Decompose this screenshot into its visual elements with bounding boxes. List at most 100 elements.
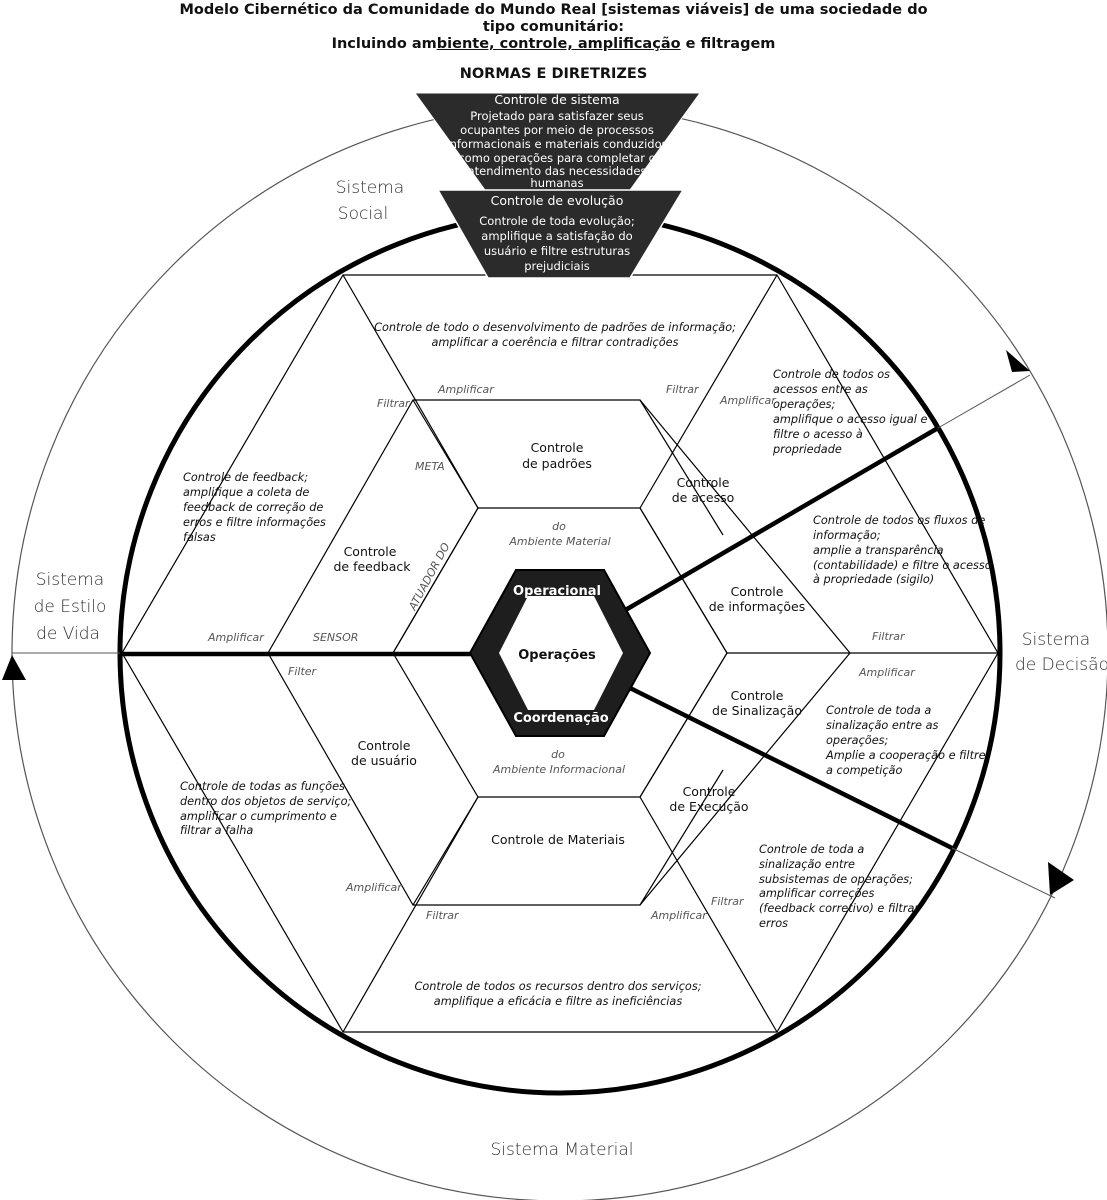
label-amplificar-bottom: Amplificar: [650, 909, 708, 922]
arrow-lower-right: [1048, 862, 1074, 895]
evolution-control-line: usuário e filtre estruturas: [484, 244, 630, 258]
control-padroes-2: de padrões: [522, 456, 592, 471]
control-feedback-1: Controle: [344, 544, 397, 559]
system-control-line: humanas: [530, 176, 583, 190]
segment-line: sinalização entre as: [826, 719, 939, 732]
control-feedback-2: de feedback: [333, 559, 411, 574]
segment-line: Amplie a cooperação e filtre: [825, 749, 986, 762]
label-ambiente-informacional-1: do: [551, 748, 565, 761]
segment-line: amplificar a coerência e filtrar contrad…: [431, 336, 678, 349]
segment-line: filtre o acesso à: [773, 428, 863, 441]
title-line-3-underlined: biente, controle, amplificação: [436, 36, 681, 52]
segment-lower-left-text: Controle de todas as funções dentro dos …: [180, 780, 352, 837]
control-acesso-2: de acesso: [672, 490, 735, 505]
system-control-line: atendimento das necessidades: [468, 164, 647, 178]
spoke-lower-left: [342, 796, 479, 1033]
title-line-3: Incluindo ambiente, controle, amplificaç…: [0, 36, 1107, 53]
segment-line: propriedade: [772, 443, 842, 456]
segment-line: erros: [759, 917, 788, 930]
link-execucao: [639, 769, 724, 906]
evolution-control-title: Controle de evolução: [491, 193, 624, 208]
social-system-label-2: Social: [338, 204, 388, 224]
spoke-lower-right: [639, 796, 778, 1033]
segment-line: operações;: [826, 734, 889, 747]
label-amplificar-left: Amplificar: [207, 631, 265, 644]
segment-line: falsas: [183, 531, 216, 544]
label-coordenacao: Coordenação: [513, 711, 608, 726]
thick-upper-diagonal: [620, 426, 940, 614]
system-control-line: ocupantes por meio de processos: [460, 123, 654, 137]
central-hexagon-inner: [499, 596, 623, 710]
material-system-label: Sistema Material: [491, 1140, 634, 1160]
diagram-subtitle: NORMAS E DIRETRIZES: [459, 66, 648, 82]
segment-line: dentro dos objetos de serviço;: [180, 795, 352, 808]
link-acesso: [639, 399, 724, 536]
social-system-label-1: Sistema: [336, 178, 404, 198]
segment-line: feedback de correção de: [183, 501, 323, 514]
segment-line: subsistemas de operações;: [759, 873, 913, 886]
decision-system-label-2: de Decisão: [1015, 655, 1107, 675]
segment-line: amplifique a eficácia e filtre as inefic…: [434, 995, 683, 1008]
segment-line: Controle de toda a: [759, 843, 864, 856]
arrow-left: [2, 655, 26, 680]
arrow-upper-right: [1006, 350, 1030, 372]
system-control-line: como operações para completar o: [458, 151, 655, 165]
label-filter: Filter: [288, 665, 318, 678]
title-line-3-prefix: Incluindo am: [331, 36, 437, 52]
system-control-line: informacionais e materiais conduzidos: [446, 137, 667, 151]
segment-right-lower-text: Controle de toda a sinalização entre as …: [825, 704, 986, 777]
label-meta: META: [415, 460, 445, 473]
segment-line: Controle de todos os: [773, 368, 890, 381]
segment-line: Controle de toda a: [826, 704, 931, 717]
segment-right-upper-text: Controle de todos os fluxos de informaçã…: [813, 514, 992, 586]
evolution-control-line: Controle de toda evolução;: [479, 214, 635, 228]
segment-line: amplificar correções: [759, 887, 874, 900]
diagram-title: Modelo Cibernético da Comunidade do Mund…: [0, 2, 1107, 53]
control-usuario-2: de usuário: [351, 753, 417, 768]
segment-line: informação;: [813, 529, 881, 542]
system-control-title: Controle de sistema: [494, 92, 619, 107]
label-amplificar-lower-left: Amplificar: [345, 881, 403, 894]
label-sensor: SENSOR: [313, 631, 358, 644]
segment-lower-right-text: Controle de toda a sinalização entre sub…: [759, 843, 920, 930]
segment-line: amplifique o acesso igual e: [773, 413, 928, 426]
control-materiais: Controle de Materiais: [491, 832, 625, 847]
segment-upper-left-text: Controle de feedback; amplifique a colet…: [183, 471, 326, 544]
segment-bottom-text: Controle de todos os recursos dentro dos…: [414, 980, 701, 1008]
segment-line: Controle de todo o desenvolvimento de pa…: [374, 321, 736, 334]
label-ambiente-material-1: do: [552, 520, 566, 533]
label-ambiente-informacional-2: Ambiente Informacional: [492, 763, 625, 776]
evolution-control-line: prejudiciais: [524, 259, 590, 273]
label-ambiente-material-2: Ambiente Material: [508, 535, 610, 548]
lifestyle-system-label-2: de Estilo: [34, 597, 107, 617]
lifestyle-system-label-3: de Vida: [36, 624, 100, 644]
segment-line: Controle de todas as funções: [180, 780, 345, 793]
thin-lower-diagonal: [951, 847, 1056, 899]
control-padroes-1: Controle: [531, 440, 584, 455]
inner-link-2: [639, 652, 728, 798]
segment-line: Controle de todos os fluxos de: [813, 514, 985, 527]
control-usuario-1: Controle: [358, 738, 411, 753]
segment-line: à propriedade (sigilo): [813, 573, 934, 586]
link-feedback-inner: [392, 507, 479, 654]
control-informacoes-1: Controle: [731, 584, 784, 599]
control-informacoes-2: de informações: [709, 599, 806, 614]
link-usuario-bottom: [412, 796, 479, 906]
segment-line: erros e filtre informações: [183, 516, 326, 529]
segment-line: acessos entre as: [773, 383, 868, 396]
system-control-body: Projetado para satisfazer seus ocupantes…: [446, 109, 667, 190]
segment-line: sinalização entre: [759, 858, 855, 871]
link-feedback-top: [412, 399, 479, 509]
segment-line: amplifique a coleta de: [183, 486, 309, 499]
control-sinalizacao-1: Controle: [731, 688, 784, 703]
control-acesso-1: Controle: [677, 475, 730, 490]
evolution-control-line: amplifique a satisfação do: [481, 229, 632, 243]
control-sinalizacao-2: de Sinalização: [712, 703, 802, 718]
segment-line: Controle de todos os recursos dentro dos…: [414, 980, 701, 993]
label-amplificar-top-left: Amplificar: [437, 383, 495, 396]
label-atuador: ATUADOR DO: [406, 540, 453, 613]
title-line-2: tipo comunitário:: [482, 19, 625, 35]
title-line-3-suffix: e filtragem: [680, 36, 776, 52]
segment-line: filtrar a falha: [180, 824, 253, 837]
